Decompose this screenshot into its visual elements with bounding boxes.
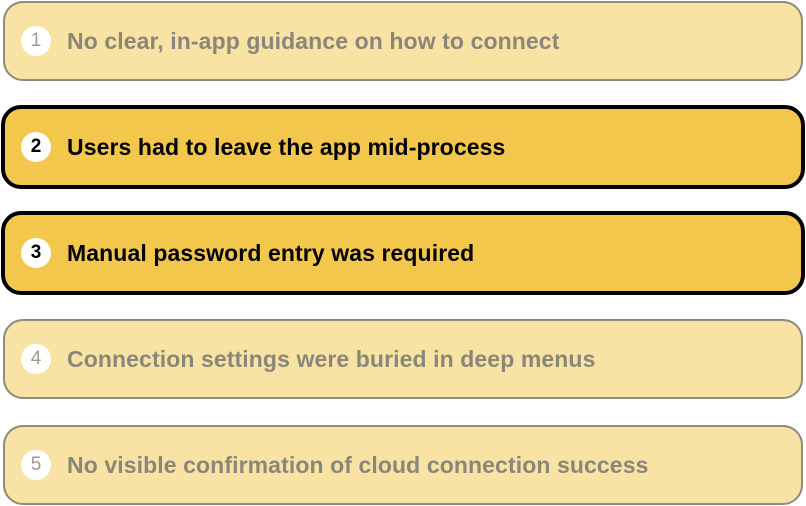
- pain-point-item-4: 4 Connection settings were buried in dee…: [3, 319, 803, 399]
- pain-point-item-2: 2 Users had to leave the app mid-process: [1, 105, 805, 189]
- item-label: Connection settings were buried in deep …: [67, 345, 596, 372]
- item-number-badge: 3: [21, 238, 51, 268]
- item-number-badge: 1: [21, 26, 51, 56]
- item-number-badge: 5: [21, 450, 51, 480]
- pain-point-item-5: 5 No visible confirmation of cloud conne…: [3, 425, 803, 505]
- pain-point-item-1: 1 No clear, in-app guidance on how to co…: [3, 1, 803, 81]
- pain-point-item-3: 3 Manual password entry was required: [1, 211, 805, 295]
- item-label: Users had to leave the app mid-process: [67, 133, 506, 160]
- item-label: No visible confirmation of cloud connect…: [67, 451, 649, 478]
- item-label: Manual password entry was required: [67, 239, 475, 266]
- item-label: No clear, in-app guidance on how to conn…: [67, 27, 560, 54]
- item-number-badge: 4: [21, 344, 51, 374]
- item-number-badge: 2: [21, 132, 51, 162]
